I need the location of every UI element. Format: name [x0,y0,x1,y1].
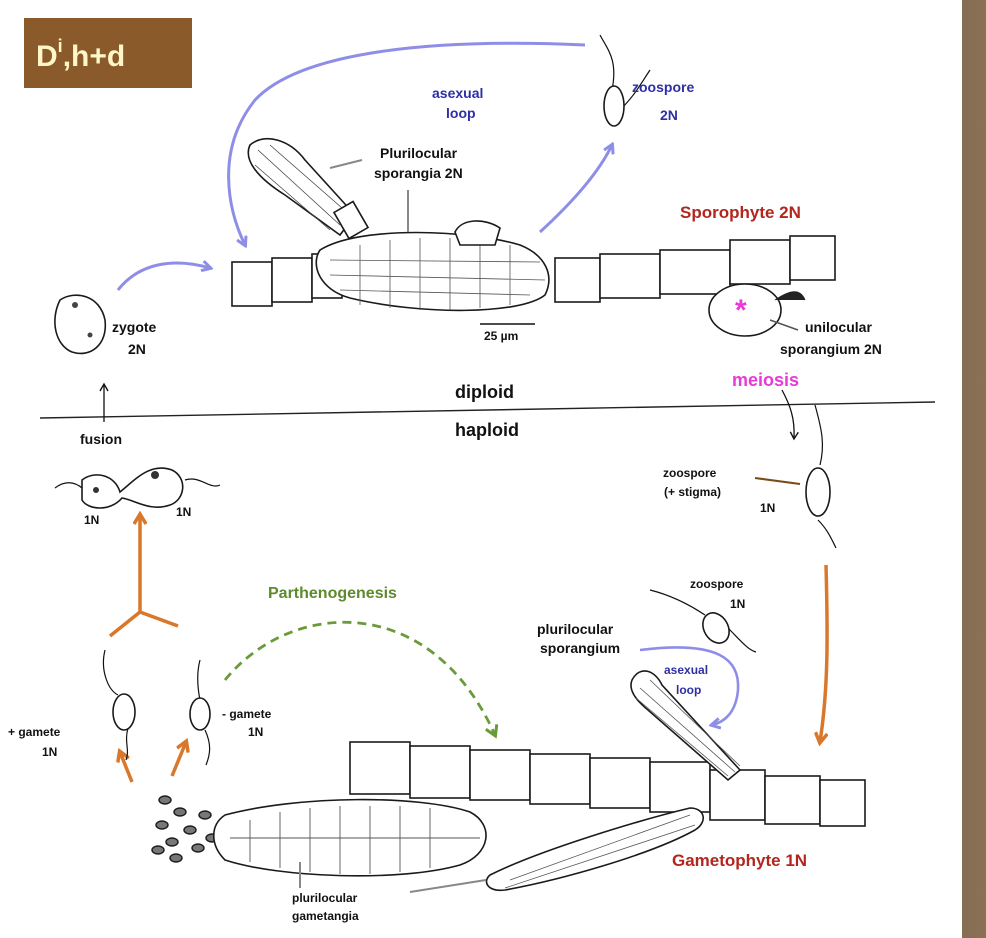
zoospore-mid-drawing [805,404,837,549]
sporangia-to-zoospore-arrow [538,145,612,234]
gametangia-pointer-2 [409,879,487,893]
asexual-loop-low-label-1: asexual [664,663,708,677]
fusion-left-ploidy: 1N [84,513,99,527]
meiosis-label: meiosis [732,370,799,390]
zygote-drawing [54,294,107,355]
fusion-label: fusion [80,431,122,447]
section-tag-background [24,18,192,88]
gametophyte-filament [212,670,866,892]
asexual-loop-arrow-low [639,646,740,725]
zoospore-mid-stigma: (+ stigma) [664,485,721,499]
asexual-loop-top-label-1: asexual [432,85,483,101]
plurilocular-sporangium-label-1: plurilocular [537,621,614,637]
zoospore-low-label: zoospore [690,577,744,591]
asexual-loop-top-label-2: loop [446,105,476,121]
fusing-gametes-drawing [54,467,221,509]
zygote-label: zygote [112,319,157,335]
zoospore-top-ploidy: 2N [660,107,678,123]
minus-gamete-release-arrow [170,742,186,777]
sporophyte-label: Sporophyte 2N [680,203,801,222]
zoospore-mid-ploidy: 1N [760,501,775,515]
plus-gamete-label: + gamete [8,725,61,739]
slide-canvas: Di,h+d diploid haploid asexual loop zoos… [8,18,936,923]
gametophyte-label: Gametophyte 1N [672,851,807,870]
plurilocular-sporangia-pointer-1 [329,159,363,169]
asexual-loop-arrow-top [227,41,586,245]
zoospore-to-gametophyte-arrow [820,564,829,742]
zoospore-top-drawing [599,34,651,127]
minus-gamete-ploidy: 1N [248,725,263,739]
plurilocular-sporangia-label-1: Plurilocular [380,145,458,161]
meiosis-arrow [781,389,799,441]
section-tag: Di,h+d [24,18,192,88]
gamete-fusion-branch-right [139,610,179,628]
ploidy-divider-line [39,401,936,419]
stigma-pointer [754,477,801,485]
gametangia-label-1: plurilocular [292,891,358,905]
zoospore-low-drawing [649,589,757,653]
released-gametes-cluster [151,795,219,863]
zygote-ploidy: 2N [128,341,146,357]
plus-gamete-drawing [102,649,136,761]
gametangia-label-2: gametangia [292,909,359,923]
diploid-label: diploid [455,382,514,402]
zoospore-top-label: zoospore [632,79,694,95]
haploid-label: haploid [455,420,519,440]
parthenogenesis-arrow [223,621,495,735]
unilocular-label-2: sporangium 2N [780,341,882,357]
zoospore-mid-label: zoospore [663,466,717,480]
minus-gamete-label: - gamete [222,707,272,721]
zoospore-low-ploidy: 1N [730,597,745,611]
scale-label: 25 µm [484,329,518,343]
sporophyte-filament [231,137,836,337]
plus-gamete-release-arrow [120,752,134,783]
parthenogenesis-label: Parthenogenesis [268,585,397,602]
unilocular-asterisk: * [735,294,747,327]
section-tag-text: Di,h+d [36,36,125,73]
unilocular-label-1: unilocular [805,319,872,335]
gamete-fusion-branch-left [108,610,142,638]
plurilocular-sporangia-label-2: sporangia 2N [374,165,463,181]
fusion-right-ploidy: 1N [176,505,191,519]
plus-gamete-ploidy: 1N [42,745,57,759]
minus-gamete-drawing [189,659,211,766]
plurilocular-sporangium-label-2: sporangium [540,640,620,656]
life-cycle-diagram: Di,h+d diploid haploid asexual loop zoos… [8,18,936,923]
zygote-to-sporophyte-arrow [116,263,210,291]
unilocular-pointer [769,319,799,331]
asexual-loop-low-label-2: loop [676,683,701,697]
